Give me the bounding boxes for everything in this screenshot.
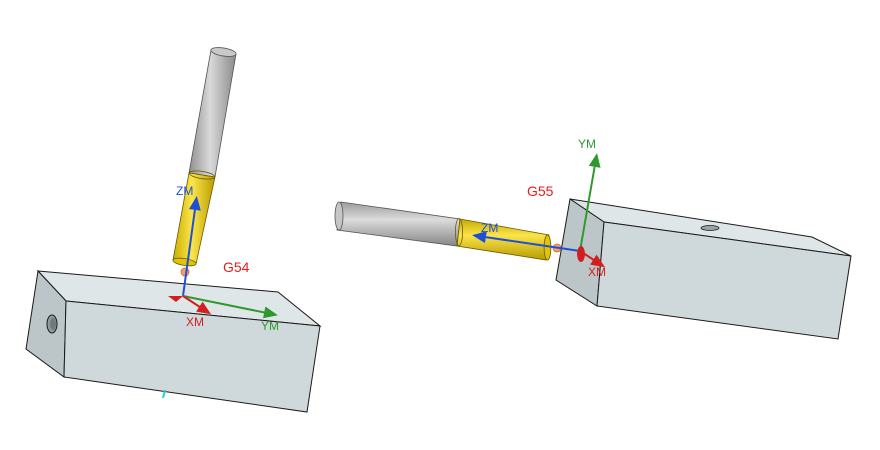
right-z-axis-label: ZM <box>481 221 498 235</box>
right-coordinate-system[interactable]: ZM YM XM <box>472 137 606 279</box>
left-tool-flute-ring <box>188 170 216 180</box>
left-coordinate-system[interactable]: ZM XM YM <box>168 184 279 333</box>
left-block-front-face <box>63 300 321 413</box>
right-block-front-face <box>596 221 852 340</box>
left-cyan-marker <box>162 389 166 399</box>
right-tool[interactable] <box>334 201 562 261</box>
left-tool-shank-top <box>210 47 237 57</box>
left-block-hole-inner <box>50 318 56 330</box>
right-tool-shank-end <box>334 201 344 231</box>
left-origin-marker <box>168 296 183 302</box>
right-tool-shank <box>336 201 461 247</box>
right-x-axis-label: XM <box>588 265 606 279</box>
left-z-axis <box>182 196 201 297</box>
left-workpiece-block[interactable] <box>25 269 322 413</box>
left-work-offset-label: G54 <box>223 259 250 275</box>
right-block-hole-icon <box>700 225 720 231</box>
left-x-axis-label: XM <box>186 315 204 329</box>
left-tool[interactable] <box>172 46 237 277</box>
left-z-axis-label: ZM <box>176 184 193 198</box>
right-work-offset-label: G55 <box>527 183 554 199</box>
left-y-axis <box>182 295 278 319</box>
left-x-axis <box>182 295 212 315</box>
left-tool-tip-ring <box>172 257 197 267</box>
right-tool-flute-ring <box>454 218 463 246</box>
right-y-axis-label: YM <box>578 137 596 151</box>
right-origin-marker <box>577 246 585 262</box>
right-z-axis <box>472 231 581 252</box>
left-y-axis-label: YM <box>261 319 279 333</box>
right-y-axis <box>579 153 601 252</box>
left-tool-shank <box>188 49 237 178</box>
